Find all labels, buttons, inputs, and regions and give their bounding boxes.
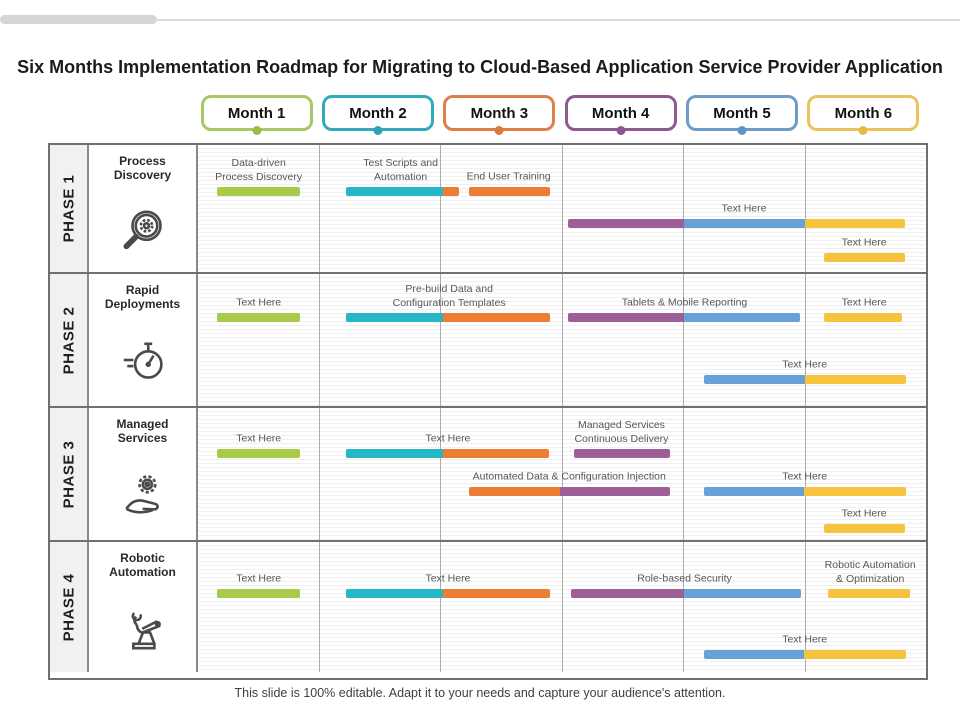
- month-header-6: Month 6: [807, 95, 920, 135]
- month-dot: [373, 126, 383, 135]
- grid-cell-p2-m3: [441, 274, 563, 406]
- phase-label-cell: PHASE 4: [50, 542, 89, 672]
- phase-row-3: PHASE 3 Managed Services: [50, 408, 926, 542]
- grid-cell-p1-m1: [198, 145, 320, 272]
- grid-cell-p4-m5: [684, 542, 806, 672]
- grid-cell-p1-m3: [441, 145, 563, 272]
- month-label: Month 5: [713, 104, 771, 122]
- month-dot: [616, 126, 626, 135]
- phase-label: PHASE 1: [60, 174, 78, 243]
- grid-cell-p3-m1: [198, 408, 320, 540]
- phase-row-2: PHASE 2 Rapid Deployments: [50, 274, 926, 408]
- grid-cell-p4-m6: [805, 542, 926, 672]
- footer-note: This slide is 100% editable. Adapt it to…: [234, 686, 726, 700]
- stopwatch-icon: [115, 331, 171, 394]
- grid-cell-p1-m4: [562, 145, 684, 272]
- month-dot: [858, 126, 868, 135]
- phase-name: Managed Services: [116, 417, 169, 445]
- grid-cell-p2-m6: [805, 274, 926, 406]
- grid-cell-p2-m1: [198, 274, 320, 406]
- grid-cell-p2-m4: [562, 274, 684, 406]
- month-label: Month 3: [470, 104, 529, 122]
- month-dot: [252, 126, 262, 135]
- phase-label: PHASE 2: [60, 306, 78, 374]
- phase-description-cell: Managed Services: [89, 408, 198, 540]
- grid-cell-p1-m5: [684, 145, 806, 272]
- grid-cell-p1-m2: [319, 145, 441, 272]
- grid-cell-p4-m2: [319, 542, 441, 672]
- phase-description-cell: Rapid Deployments: [89, 274, 198, 406]
- month-label: Month 2: [349, 104, 407, 122]
- grid-cell-p2-m2: [319, 274, 441, 406]
- phase-description-cell: Robotic Automation: [89, 542, 198, 672]
- robot-arm-icon: [115, 599, 171, 662]
- phase-name: Process Discovery: [113, 154, 172, 182]
- grid-cell-p3-m6: [805, 408, 926, 540]
- month-header-2: Month 2: [321, 95, 434, 135]
- phase-description-cell: Process Discovery: [89, 145, 198, 272]
- grid-cell-p2-m5: [684, 274, 806, 406]
- magnifier-gear-icon: [115, 202, 171, 265]
- phase-row-1: PHASE 1 Process Discovery: [50, 145, 926, 274]
- phase-row-4: PHASE 4 Robotic Automation: [50, 542, 926, 672]
- grid-cell-p4-m3: [441, 542, 563, 672]
- month-header-4: Month 4: [564, 95, 677, 135]
- grid-cell-p3-m4: [562, 408, 684, 540]
- phase-label-cell: PHASE 3: [50, 408, 89, 540]
- top-accent-bar: [0, 15, 157, 24]
- grid-cell-p1-m6: [805, 145, 926, 272]
- grid-cell-p3-m2: [319, 408, 441, 540]
- grid-cell-p4-m1: [198, 542, 320, 672]
- phase-name: Robotic Automation: [109, 551, 176, 579]
- grid-cell-p4-m4: [562, 542, 684, 672]
- grid-cell-p3-m3: [441, 408, 563, 540]
- phase-label-cell: PHASE 2: [50, 274, 89, 406]
- month-header-3: Month 3: [443, 95, 556, 135]
- page-title: Six Months Implementation Roadmap for Mi…: [17, 57, 943, 78]
- phase-label: PHASE 4: [60, 573, 78, 641]
- month-label: Month 4: [591, 104, 650, 122]
- month-label: Month 6: [834, 104, 893, 122]
- month-header-5: Month 5: [685, 95, 798, 135]
- grid-cell-p3-m5: [684, 408, 806, 540]
- phase-label-cell: PHASE 1: [50, 145, 89, 272]
- month-header-1: Month 1: [200, 95, 313, 135]
- phase-label: PHASE 3: [60, 440, 78, 508]
- top-accent-line: [150, 19, 960, 21]
- phase-name: Rapid Deployments: [104, 283, 181, 311]
- month-dot: [494, 126, 504, 135]
- month-label: Month 1: [227, 104, 286, 122]
- hand-gear-icon: [115, 465, 171, 528]
- month-dot: [737, 126, 747, 135]
